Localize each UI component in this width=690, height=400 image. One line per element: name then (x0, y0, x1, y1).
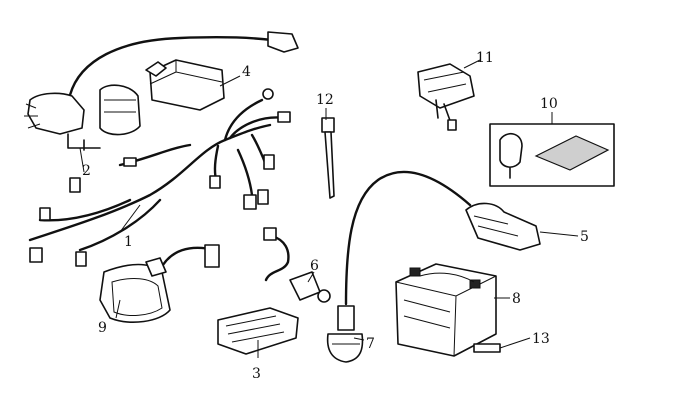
part-8-battery (395, 263, 497, 357)
callout-8: 8 (512, 291, 521, 307)
leader-5 (539, 231, 579, 237)
callout-10: 10 (540, 96, 558, 112)
part-7-spark-plug-cap (326, 305, 364, 363)
callout-13: 13 (532, 331, 550, 347)
part-1-wiring-harness (28, 88, 291, 267)
callout-6: 6 (310, 258, 319, 274)
callout-4: 4 (242, 64, 251, 80)
part-11-tail-light (417, 63, 475, 131)
leader-7 (353, 337, 365, 341)
part-3-regulator (217, 307, 299, 355)
leader-13 (499, 337, 531, 349)
callout-7: 7 (366, 336, 375, 352)
callout-9: 9 (98, 320, 107, 336)
leader-1 (119, 204, 141, 233)
leader-9 (115, 299, 121, 319)
part-13-battery-strap (473, 343, 501, 353)
part-2-handlebar-switch (24, 31, 299, 151)
callout-3: 3 (252, 366, 261, 382)
part-9-headlight (99, 244, 220, 323)
part-6-ignition-switch (263, 227, 331, 303)
callout-12: 12 (316, 92, 334, 108)
leader-6 (307, 271, 315, 283)
part-12-cable-tie (321, 117, 335, 199)
callout-1: 1 (124, 234, 133, 250)
part-4-cdi-unit (99, 59, 225, 136)
callout-5: 5 (580, 229, 589, 245)
leader-lines (79, 59, 579, 358)
callout-11: 11 (476, 50, 494, 66)
callout-2: 2 (82, 163, 91, 179)
leader-11 (463, 59, 481, 69)
part-10-key-set-box (489, 123, 615, 187)
part-5-ignition-coil (344, 170, 541, 306)
leader-4 (219, 75, 241, 87)
leader-2 (79, 147, 85, 173)
callout-labels: 1 2 3 4 5 6 7 8 9 10 11 12 13 (82, 50, 589, 382)
